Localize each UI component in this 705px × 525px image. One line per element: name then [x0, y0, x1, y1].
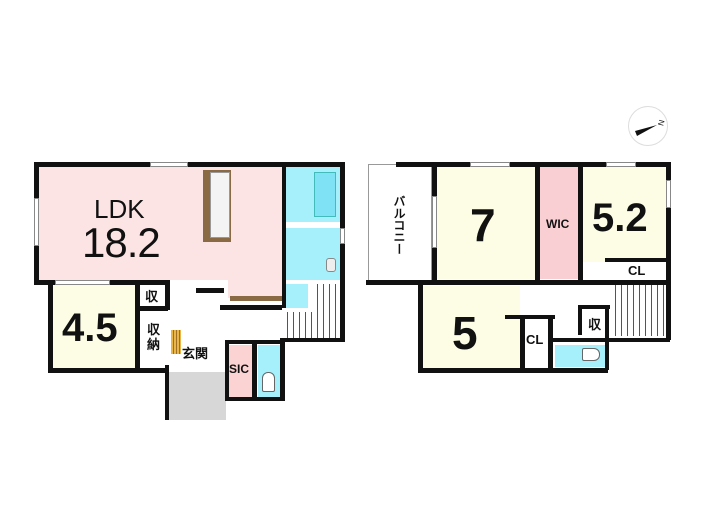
- room-5-size: 5: [452, 307, 478, 359]
- room-5-2-closet-label: CL: [628, 263, 646, 278]
- room-5: [422, 286, 520, 369]
- storage-small-label-2f: 収: [588, 317, 602, 332]
- window: [470, 162, 510, 167]
- stairs-1f-upper: [312, 284, 340, 312]
- wall: [225, 340, 229, 400]
- wall: [48, 280, 53, 372]
- storage-small-label: 収: [145, 289, 159, 304]
- wall: [535, 162, 540, 284]
- bathtub-icon: [314, 172, 336, 217]
- room-4-5-size: 4.5: [62, 306, 118, 350]
- washbasin-icon: [326, 258, 336, 272]
- wall: [396, 162, 671, 167]
- balcony-label: バルコニー: [392, 195, 406, 255]
- compass: N: [628, 106, 668, 146]
- window: [606, 162, 636, 167]
- room-7: [437, 167, 535, 279]
- wall: [135, 280, 140, 372]
- wall: [282, 162, 286, 308]
- balcony: [368, 164, 432, 282]
- wall: [605, 305, 609, 370]
- wall: [165, 280, 170, 310]
- walk-in-closet: [540, 167, 578, 279]
- window: [666, 180, 671, 208]
- wall: [505, 315, 555, 319]
- ldk-room-extension: [228, 278, 282, 298]
- kitchen-sink: [210, 172, 230, 238]
- wall: [280, 338, 285, 400]
- shoe-in-closet: [229, 345, 252, 397]
- ldk-room: [38, 166, 282, 280]
- room-7-size: 7: [470, 199, 496, 251]
- room-5-2-size: 5.2: [592, 196, 648, 240]
- wall: [34, 162, 344, 167]
- sic-label: SIC: [229, 362, 250, 376]
- wall: [48, 368, 168, 373]
- washroom: [286, 228, 340, 280]
- wall: [165, 365, 169, 420]
- window: [34, 198, 39, 246]
- wall: [605, 258, 669, 262]
- floor-1: LDK 18.2 4.5 収 収納 玄関 SIC: [0, 0, 350, 430]
- wall: [666, 162, 671, 340]
- wall: [282, 338, 344, 342]
- stairs-1f: [282, 312, 340, 338]
- ldk-size: 18.2: [82, 219, 161, 266]
- wall: [578, 305, 610, 309]
- wall: [550, 338, 670, 342]
- window: [150, 162, 188, 167]
- room-5-2: [583, 167, 666, 262]
- wall: [252, 340, 257, 400]
- utility-space: [286, 284, 308, 308]
- wall: [548, 315, 553, 371]
- wall: [136, 306, 168, 311]
- entrance-label: 玄関: [182, 346, 209, 361]
- wall: [366, 280, 671, 285]
- wall: [220, 305, 282, 310]
- wall: [418, 284, 423, 373]
- wall: [578, 305, 582, 335]
- room-4-5: [52, 285, 136, 368]
- wall: [578, 162, 583, 284]
- toilet-icon: [582, 348, 600, 361]
- wall: [418, 368, 608, 373]
- entrance-porch: [168, 372, 226, 420]
- toilet-icon: [262, 372, 275, 392]
- window: [340, 228, 345, 244]
- ldk-label: LDK: [94, 194, 145, 224]
- ldk-bottom-edge: [230, 296, 282, 301]
- shoe-rack: [171, 330, 181, 354]
- wic-label: WIC: [546, 217, 570, 231]
- wall: [520, 315, 525, 371]
- room-5-closet-label: CL: [526, 332, 544, 347]
- wall: [196, 288, 224, 293]
- window: [432, 196, 437, 248]
- wall: [225, 397, 285, 401]
- window: [55, 280, 110, 285]
- floor-2: バルコニー 7 WIC 5.2 CL 5 CL 収: [360, 0, 705, 430]
- storage-label: 収納: [147, 322, 161, 352]
- compass-arrow-icon: [635, 125, 657, 136]
- wall: [340, 162, 345, 342]
- stairs-2f: [610, 284, 665, 336]
